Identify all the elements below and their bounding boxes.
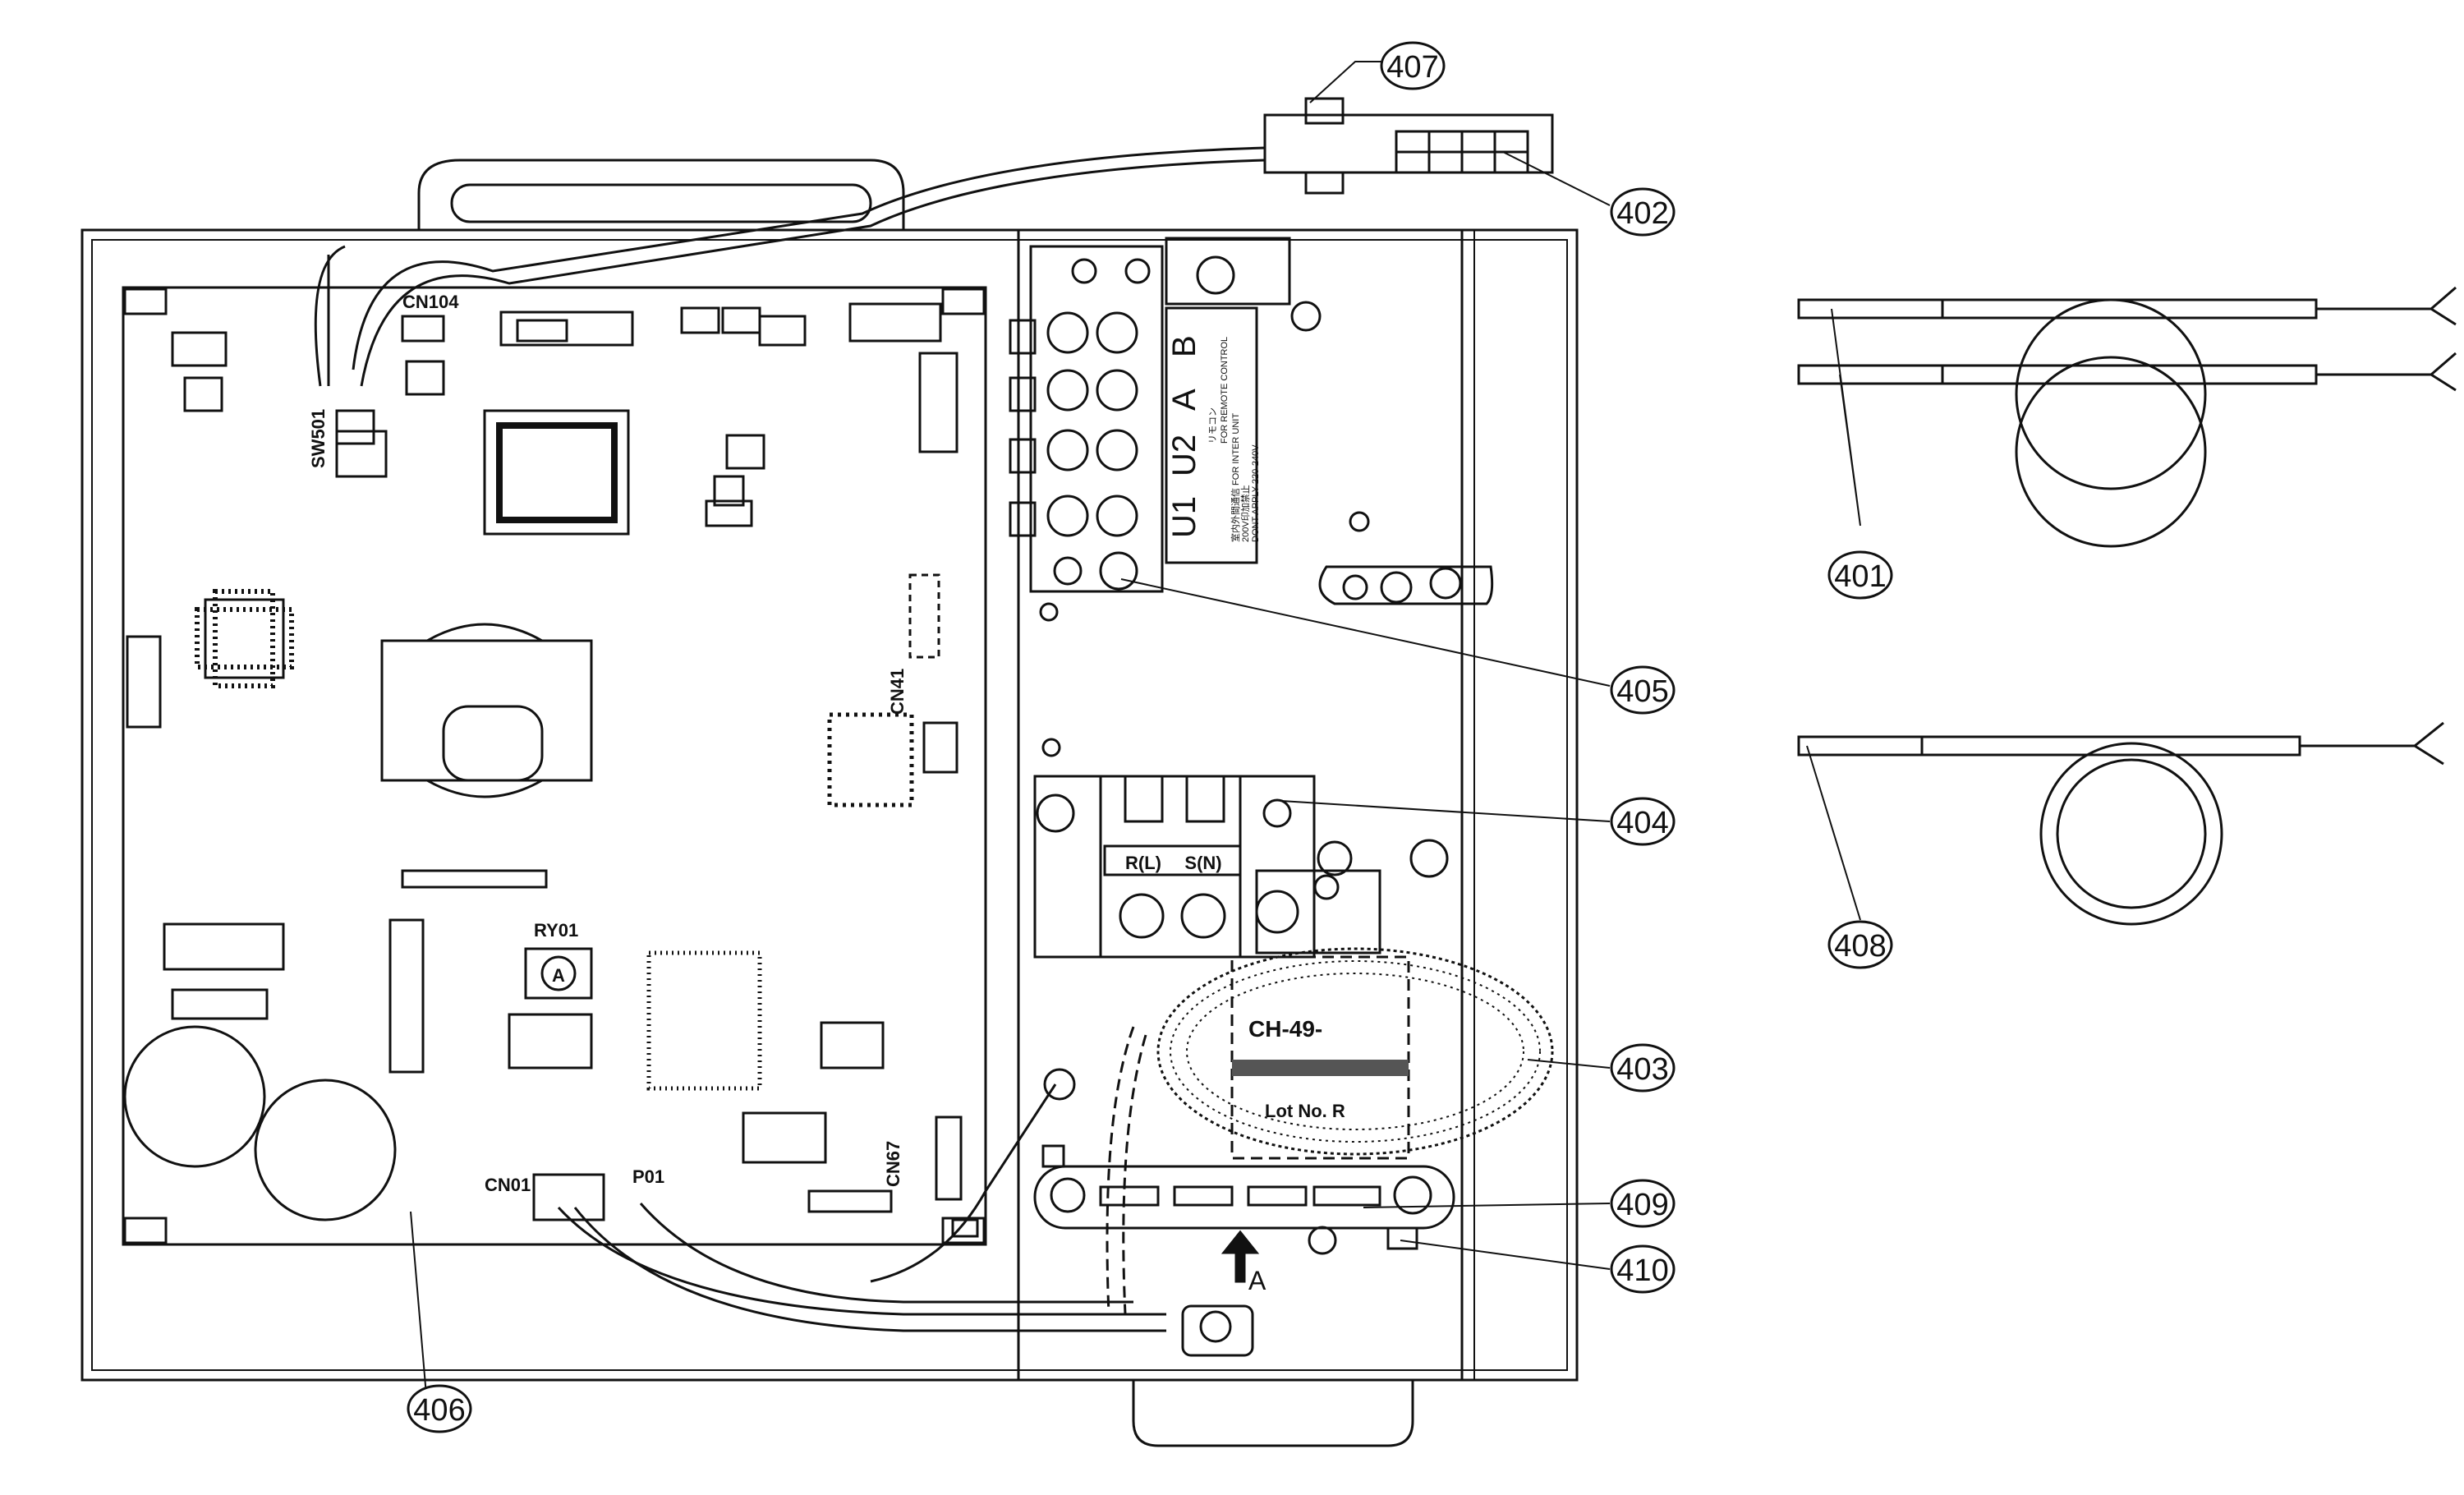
sw501-label: SW501: [308, 409, 329, 468]
callout-408: 408: [1834, 929, 1886, 964]
callout-406: 406: [413, 1393, 465, 1428]
main-cpu: [483, 409, 630, 536]
heatsink: [827, 712, 914, 807]
ferrite-ring: [1156, 947, 1554, 1156]
plate-line-4: 200V印加禁止: [1240, 485, 1251, 542]
callout-401: 401: [1834, 559, 1886, 594]
callout-405: 405: [1616, 674, 1668, 709]
callout-404: 404: [1616, 806, 1668, 840]
plate-line-5: DONT APPLY 220-240V: [1251, 444, 1261, 542]
top-handle: [417, 159, 905, 230]
callout-403: 403: [1616, 1052, 1668, 1087]
terminal-a-label: A: [1166, 389, 1202, 411]
wire-cn104: [352, 146, 1266, 370]
remote-terminal-block: [1029, 245, 1164, 593]
terminal-r-label: R(L): [1125, 853, 1161, 873]
ferrite-model-label: CH-49-: [1248, 1016, 1322, 1042]
sub-ic: [204, 598, 285, 679]
sw501-switch: [335, 430, 388, 478]
pcb-board: [122, 286, 987, 1246]
cn67-label: CN67: [883, 1141, 903, 1187]
sensor-408: [1797, 721, 2444, 926]
cn104-label: CN104: [402, 292, 459, 312]
arrow-a: [1221, 1230, 1260, 1283]
terminal-screws: [1046, 311, 1138, 537]
arrow-a-label: A: [1248, 1266, 1266, 1295]
cn01-connector: [532, 1173, 605, 1221]
bottom-tab: [1132, 1380, 1414, 1447]
terminal-b-label: B: [1166, 335, 1202, 357]
ry01-mark: A: [552, 965, 565, 986]
cable-clamp: [1318, 565, 1494, 605]
plate-line-2: FOR REMOTE CONTROL: [1220, 337, 1230, 444]
plate-line-1: リモコン: [1208, 407, 1218, 444]
plate-line-3: 室内外間通信 FOR INTER UNIT: [1230, 413, 1241, 542]
ferrite-core: [1230, 955, 1410, 1160]
top-handle-slot: [450, 183, 872, 223]
terminal-label-plate: [1165, 306, 1258, 564]
terminal-top-plate: [1165, 237, 1291, 306]
sensor-401-b: [1797, 352, 2457, 548]
callout-402: 402: [1616, 196, 1668, 231]
wire-cn01: [557, 1206, 1166, 1316]
p01-label: P01: [632, 1166, 664, 1187]
choke-coil: [646, 950, 762, 1091]
callout-410: 410: [1616, 1254, 1668, 1288]
sensor-401-a: [1797, 286, 2457, 490]
capacitor-1: [123, 1025, 266, 1168]
terminal-s-label: S(N): [1184, 853, 1221, 873]
cable-bracket: [1033, 1165, 1455, 1230]
cn01-label: CN01: [485, 1175, 531, 1195]
ry01-label: RY01: [534, 920, 578, 941]
terminal-u2-label: U2: [1166, 435, 1202, 476]
terminal-u1-label: U1: [1166, 496, 1202, 538]
cn41-label: CN41: [887, 669, 908, 715]
ry01-relay: [524, 947, 593, 1000]
capacitor-2: [254, 1079, 397, 1221]
cable-tie: [1386, 1226, 1418, 1250]
power-terminal-block: [1033, 775, 1316, 959]
callout-407: 407: [1386, 50, 1438, 85]
transformer: [380, 639, 593, 782]
ferrite-lot-label: Lot No. R: [1265, 1101, 1345, 1121]
callout-409: 409: [1616, 1188, 1668, 1222]
control-box-outline: [80, 228, 1579, 1382]
